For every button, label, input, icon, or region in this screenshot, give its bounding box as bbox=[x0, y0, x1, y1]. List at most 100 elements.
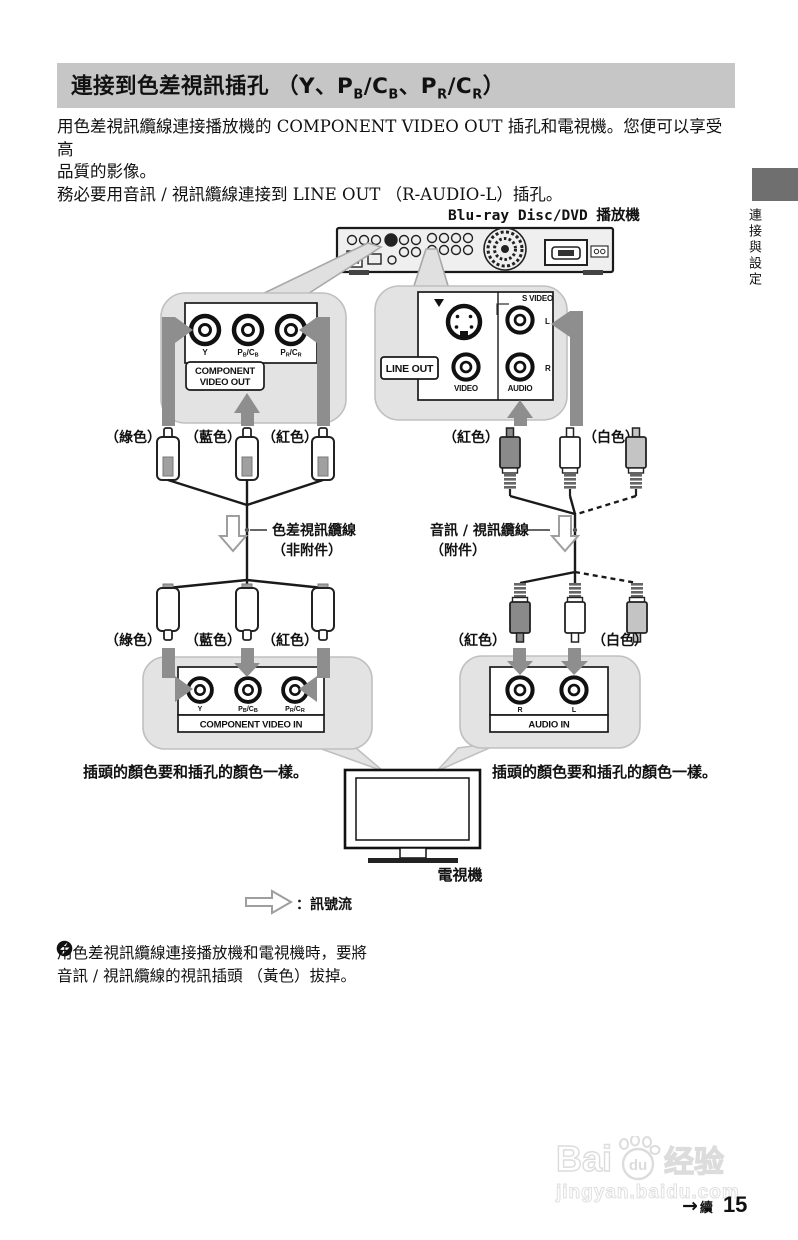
cable-left-label-2: （非附件） bbox=[272, 542, 342, 559]
page-footer: → 續 15 bbox=[682, 1192, 782, 1218]
tv: 電視機 bbox=[343, 768, 483, 884]
jack-video-out bbox=[453, 354, 478, 379]
watermark-brand: Bai bbox=[555, 1137, 613, 1179]
jack-y-in-label: Y bbox=[198, 706, 203, 713]
s-video-bracket bbox=[496, 303, 509, 315]
note-paragraph: 用色差視訊纜線連接播放機和電視機時，要將 音訊 / 視訊纜線的視訊插頭 （黃色）… bbox=[57, 942, 367, 988]
chapter-tab bbox=[752, 168, 798, 201]
audio-in-label: AUDIO IN bbox=[528, 720, 569, 731]
bluray-player: Blu-ray Disc/DVD 播放機 bbox=[335, 206, 640, 275]
audio-label: AUDIO bbox=[508, 384, 533, 393]
intro-paragraph: 用色差視訊纜線連接播放機的 COMPONENT VIDEO OUT 插孔和電視機… bbox=[57, 116, 725, 206]
jack-prcr-label: PR/CR bbox=[280, 348, 301, 359]
video-label: VIDEO bbox=[454, 384, 478, 393]
component-cable: （綠色） （藍色） （紅色） 色差視訊纜線 （非附件） （綠色） （藍色） （紅… bbox=[105, 427, 356, 649]
av-cable: （紅色） （白色） 音訊 / 視訊纜線 （附件） （紅色） （白色） bbox=[430, 426, 648, 649]
cable-right-label-2: （附件） bbox=[430, 542, 486, 559]
section-title-bar: 連接到色差視訊插孔 （Y、PB/CB、PR/CR） bbox=[57, 63, 735, 108]
continue-label: 續 bbox=[699, 1201, 713, 1216]
color-label-red2-top: （紅色） bbox=[443, 429, 499, 446]
jack-y-label: Y bbox=[202, 348, 208, 357]
color-label-green-bottom: （綠色） bbox=[105, 632, 161, 649]
color-label-green-top: （綠色） bbox=[105, 429, 161, 446]
watermark: Bai du 经验 jingyan.baidu.com bbox=[555, 1134, 771, 1204]
plug-green-bottom bbox=[156, 583, 180, 641]
component-in-label: COMPONENT VIDEO IN bbox=[200, 720, 303, 731]
tv-stand bbox=[399, 847, 427, 859]
s-video-label: S VIDEO bbox=[522, 294, 553, 303]
color-label-red2-bottom: （紅色） bbox=[450, 632, 506, 649]
player-fan bbox=[483, 227, 527, 271]
signal-arrows-out-right bbox=[507, 311, 583, 426]
jack-pbcb-out bbox=[234, 316, 262, 344]
jack-audio-in-r bbox=[507, 677, 532, 702]
jack-y-out bbox=[191, 316, 219, 344]
color-label-blue-top: （藍色） bbox=[185, 429, 241, 446]
watermark-url: jingyan.baidu.com bbox=[556, 1182, 740, 1204]
tv-base bbox=[368, 858, 458, 863]
svg-text:du: du bbox=[629, 1157, 647, 1174]
signal-arrows-out-left bbox=[162, 317, 330, 426]
signal-arrows-in-left bbox=[162, 648, 330, 702]
plug-blue-bottom bbox=[235, 583, 259, 641]
player-label: Blu-ray Disc/DVD 播放機 bbox=[448, 206, 640, 224]
paw-icon: du bbox=[614, 1134, 662, 1182]
player-jack-cluster bbox=[346, 232, 474, 258]
component-out-label-1: COMPONENT bbox=[195, 366, 255, 377]
intro-line-1: 用色差視訊纜線連接播放機的 COMPONENT VIDEO OUT 插孔和電視機… bbox=[57, 117, 723, 159]
page-number: 15 bbox=[722, 1192, 748, 1217]
plug-note-left: 插頭的顏色要和插孔的顏色一樣。 bbox=[83, 763, 308, 781]
color-label-blue-bottom: （藍色） bbox=[185, 632, 241, 649]
signal-flow-label: ：訊號流 bbox=[296, 896, 352, 913]
jack-audio-l bbox=[507, 307, 532, 332]
signal-arrows-in-right bbox=[507, 648, 588, 675]
signal-flow-legend: ：訊號流 bbox=[245, 889, 352, 915]
jack-y-in bbox=[186, 676, 214, 704]
component-out-label-2: VIDEO OUT bbox=[200, 377, 251, 388]
chapter-label: 連接與設定 bbox=[746, 208, 761, 288]
player-hdmi-port bbox=[544, 239, 588, 266]
color-label-red-top: （紅色） bbox=[262, 429, 318, 446]
jack-prcr-in-label: PR/CR bbox=[285, 706, 305, 714]
plug-av-red-bottom bbox=[509, 582, 531, 643]
note-line-2: 音訊 / 視訊纜線的視訊插頭 （黃色）拔掉。 bbox=[57, 967, 357, 985]
jack-audio-in-l bbox=[561, 677, 586, 702]
page-title: 連接到色差視訊插孔 （Y、PB/CB、PR/CR） bbox=[71, 73, 505, 103]
cable-right-label-1: 音訊 / 視訊纜線 bbox=[430, 522, 529, 539]
audio-in-l-label: L bbox=[572, 707, 577, 714]
audio-r-label: R bbox=[545, 364, 551, 373]
s-video-connector bbox=[445, 303, 483, 341]
note-line-1: 用色差視訊纜線連接播放機和電視機時，要將 bbox=[57, 944, 368, 962]
jack-audio-r bbox=[507, 354, 532, 379]
s-video-marker bbox=[434, 299, 444, 307]
audio-l-label: L bbox=[545, 317, 550, 326]
player-ac-label bbox=[590, 245, 609, 258]
color-label-white-top: （白色） bbox=[583, 429, 639, 446]
cable-left-label-1: 色差視訊纜線 bbox=[272, 522, 356, 539]
callout-audio-in: R L AUDIO IN bbox=[436, 648, 641, 772]
callout-line-out: S VIDEO L R VIDEO AUDIO LINE OUT bbox=[374, 285, 583, 426]
watermark-brand-cjk: 经验 bbox=[663, 1145, 725, 1179]
jack-pbcb-in-label: PB/CB bbox=[238, 706, 258, 714]
plug-red-bottom bbox=[311, 583, 335, 641]
intro-line-3: 務必要用音訊 / 視訊纜線連接到 LINE OUT （R-AUDIO-L）插孔。 bbox=[57, 184, 563, 204]
audio-in-r-label: R bbox=[517, 707, 522, 714]
signal-flow-icon bbox=[245, 889, 293, 915]
plug-note-right: 插頭的顏色要和插孔的顏色一樣。 bbox=[492, 763, 717, 781]
notice-icon bbox=[56, 940, 73, 957]
continue-arrow-icon: → bbox=[682, 1195, 698, 1217]
plug-av-red-top bbox=[498, 426, 522, 498]
flow-arrow-left bbox=[217, 515, 249, 553]
plug-av-yellow-top bbox=[624, 426, 648, 498]
callout-component-video-in: Y PB/CB PR/CR COMPONENT VIDEO IN bbox=[142, 648, 384, 772]
color-label-white-bottom: （白色） bbox=[592, 632, 648, 649]
jack-pbcb-in bbox=[234, 676, 262, 704]
player-foot bbox=[583, 270, 603, 275]
plug-av-white-bottom bbox=[564, 582, 586, 643]
line-out-label: LINE OUT bbox=[386, 363, 434, 375]
color-label-red-bottom: （紅色） bbox=[262, 632, 318, 649]
plug-av-white-top bbox=[558, 426, 582, 498]
jack-pbcb-label: PB/CB bbox=[237, 348, 258, 359]
